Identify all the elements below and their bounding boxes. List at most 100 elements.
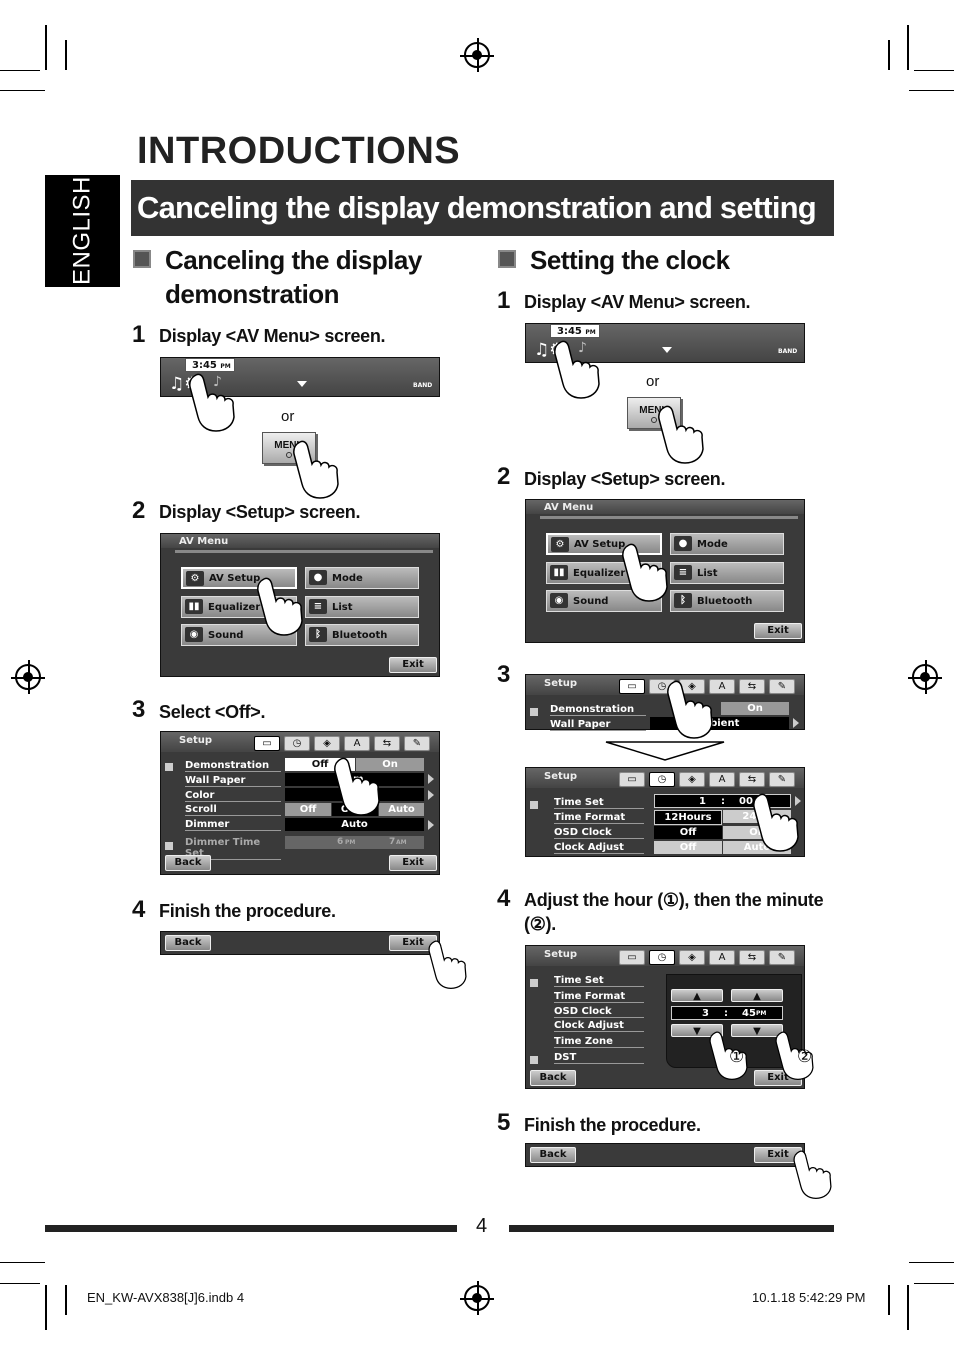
step-text: Display <AV Menu> screen. — [524, 292, 751, 312]
footer-date: 10.1.18 5:42:29 PM — [752, 1290, 866, 1305]
sound-button[interactable]: ◉Sound — [546, 590, 662, 612]
right-heading: Setting the clock — [530, 245, 730, 275]
osd-off-option[interactable]: Off — [654, 826, 722, 839]
row-scroll[interactable]: Scroll — [185, 804, 281, 816]
scroll-off-option[interactable]: Off — [285, 803, 331, 816]
note-icon[interactable]: ♪ — [213, 374, 222, 390]
registration-mark — [908, 660, 942, 694]
wrench-tab-icon[interactable]: ✎ — [769, 950, 795, 965]
input-tab-icon[interactable]: A — [709, 679, 735, 694]
hour-up-button[interactable]: ▲ — [671, 989, 723, 1002]
display-tab-icon[interactable]: ▭ — [619, 679, 645, 694]
exit-button[interactable]: Exit — [754, 623, 802, 639]
input-tab-icon[interactable]: A — [344, 736, 370, 751]
disc-tab-icon[interactable]: ◈ — [679, 950, 705, 965]
list-button[interactable]: ≡List — [305, 596, 419, 618]
minute-up-button[interactable]: ▲ — [731, 989, 783, 1002]
chevron-right-icon[interactable] — [428, 790, 434, 800]
exit-button[interactable]: Exit — [389, 855, 437, 871]
page-title: INTRODUCTIONS — [137, 130, 461, 172]
chevron-right-icon[interactable] — [793, 718, 799, 728]
row-dimmer[interactable]: Dimmer — [185, 819, 281, 831]
row-wall-paper[interactable]: Wall Paper — [185, 775, 281, 787]
av-source-bar: 3:45 PM ♫⚙ ♪ BAND — [525, 323, 805, 363]
dropdown-arrow-icon[interactable] — [297, 381, 307, 387]
crop-mark — [888, 1285, 890, 1315]
hand-pointer-icon — [554, 340, 600, 399]
row-demonstration[interactable]: Demonstration — [185, 760, 281, 772]
chevron-right-icon[interactable] — [428, 820, 434, 830]
minute-down-button[interactable]: ▼ — [731, 1024, 783, 1037]
chevron-right-icon[interactable] — [428, 774, 434, 784]
screen-title: AV Menu — [179, 536, 229, 547]
row-time-format[interactable]: Time Format — [554, 991, 644, 1003]
row-time-set[interactable]: Time Set — [554, 975, 644, 987]
clock-tab-icon[interactable]: ◷ — [284, 736, 310, 751]
settings-tab-icon[interactable]: ⇆ — [374, 736, 400, 751]
row-osd-clock[interactable]: OSD Clock — [554, 827, 644, 839]
row-demonstration[interactable]: Demonstration — [550, 704, 646, 716]
demo-on-option[interactable]: On — [356, 758, 424, 771]
wrench-tab-icon[interactable]: ✎ — [769, 772, 795, 787]
crop-mark — [909, 90, 954, 91]
back-button[interactable]: Back — [165, 855, 211, 871]
display-tab-icon[interactable]: ▭ — [619, 772, 645, 787]
wrench-tab-icon[interactable]: ✎ — [404, 736, 430, 751]
back-button[interactable]: Back — [530, 1147, 576, 1163]
wrench-tab-icon[interactable]: ✎ — [769, 679, 795, 694]
row-color[interactable]: Color — [185, 790, 281, 802]
input-tab-icon[interactable]: A — [709, 950, 735, 965]
step-number: 5 — [497, 1109, 511, 1136]
row-time-format[interactable]: Time Format — [554, 812, 644, 824]
exit-button[interactable]: Exit — [389, 657, 437, 673]
mode-button[interactable]: ●Mode — [305, 567, 419, 589]
sound-button[interactable]: ◉Sound — [181, 624, 297, 646]
display-tab-icon[interactable]: ▭ — [254, 736, 280, 751]
scroll-up-icon[interactable] — [530, 979, 538, 987]
scroll-down-icon[interactable] — [530, 1056, 538, 1064]
note-icon[interactable]: ♪ — [578, 340, 587, 356]
settings-tab-icon[interactable]: ⇆ — [739, 679, 765, 694]
chevron-right-icon[interactable] — [795, 796, 801, 806]
scroll-up-icon[interactable] — [530, 801, 538, 809]
settings-tab-icon[interactable]: ⇆ — [739, 772, 765, 787]
av-setup-button[interactable]: ⚙AV Setup — [546, 533, 662, 555]
back-button[interactable]: Back — [530, 1070, 576, 1086]
adjust-off-option[interactable]: Off — [654, 841, 722, 854]
scroll-up-icon[interactable] — [165, 763, 173, 771]
row-dimmer-time-set[interactable]: Dimmer Time Set — [185, 837, 281, 860]
row-dst[interactable]: DST — [554, 1052, 644, 1064]
row-clock-adjust[interactable]: Clock Adjust — [554, 1020, 644, 1032]
row-time-set[interactable]: Time Set — [554, 797, 644, 809]
row-clock-adjust[interactable]: Clock Adjust — [554, 842, 644, 854]
disc-tab-icon[interactable]: ◈ — [679, 679, 705, 694]
format-12h-option[interactable]: 12Hours — [654, 810, 722, 825]
clock-tab-icon[interactable]: ◷ — [649, 950, 675, 965]
row-osd-clock[interactable]: OSD Clock — [554, 1006, 644, 1018]
hour-down-button[interactable]: ▼ — [671, 1024, 723, 1037]
list-button[interactable]: ≡List — [670, 562, 784, 584]
settings-tab-icon[interactable]: ⇆ — [739, 950, 765, 965]
demo-on-option[interactable]: On — [721, 702, 789, 715]
scroll-down-icon[interactable] — [165, 842, 173, 850]
row-time-zone[interactable]: Time Zone — [554, 1036, 644, 1048]
dimmer-value[interactable]: Auto — [285, 818, 424, 831]
row-wall-paper[interactable]: Wall Paper — [550, 719, 646, 731]
back-button[interactable]: Back — [165, 935, 211, 951]
band-label[interactable]: BAND — [778, 348, 798, 355]
scroll-auto-option[interactable]: Auto — [379, 803, 424, 816]
disc-tab-icon[interactable]: ◈ — [314, 736, 340, 751]
callout-1: ① — [729, 1047, 745, 1066]
band-label[interactable]: BAND — [413, 382, 433, 389]
step-number: 1 — [497, 287, 511, 314]
input-tab-icon[interactable]: A — [709, 772, 735, 787]
clock-tab-icon[interactable]: ◷ — [649, 772, 675, 787]
scroll-up-icon[interactable] — [530, 708, 538, 716]
display-tab-icon[interactable]: ▭ — [619, 950, 645, 965]
dimmer-time-range[interactable]: 6 PM 7 AM — [285, 836, 424, 849]
mode-button[interactable]: ●Mode — [670, 533, 784, 555]
disc-tab-icon[interactable]: ◈ — [679, 772, 705, 787]
dropdown-arrow-icon[interactable] — [662, 347, 672, 353]
